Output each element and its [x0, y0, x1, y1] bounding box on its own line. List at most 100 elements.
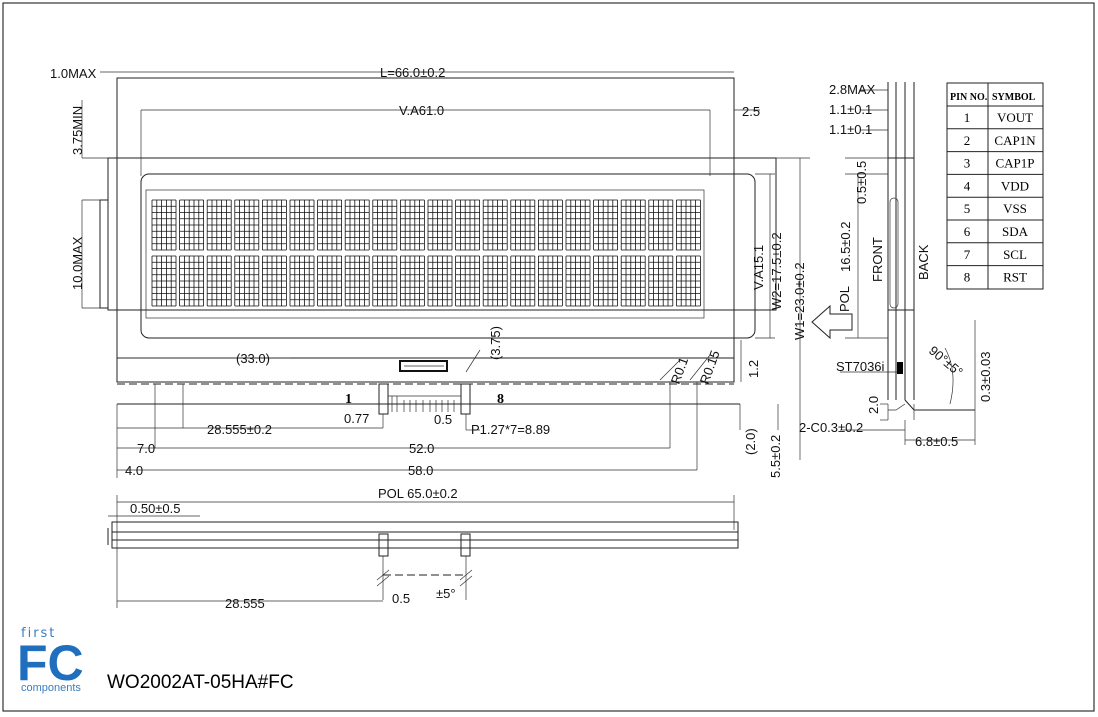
- active-area: [145, 189, 705, 319]
- pin-symbol: CAP1P: [995, 156, 1034, 171]
- character-grid: [151, 199, 701, 307]
- side-back: BACK: [916, 244, 931, 280]
- char-cell: [151, 199, 177, 251]
- pin-number: 5: [964, 201, 971, 216]
- char-cell: [565, 199, 591, 251]
- char-cell: [676, 199, 701, 251]
- char-cell: [482, 199, 508, 251]
- char-cell: [317, 199, 343, 251]
- char-cell: [565, 255, 591, 307]
- dim-length: L=66.0±0.2: [380, 65, 445, 80]
- dim-1-0-max: 1.0MAX: [50, 66, 97, 81]
- char-cell: [538, 255, 563, 307]
- char-cell: [399, 199, 425, 251]
- pin-number: 6: [964, 224, 971, 239]
- dim-2-5: 2.5: [742, 104, 760, 119]
- char-cell: [427, 199, 453, 251]
- bottom-28-555: 28.555: [225, 596, 265, 611]
- dim-w1: W1=23.0±0.2: [792, 262, 807, 340]
- side-2-8-max: 2.8MAX: [829, 82, 876, 97]
- char-cell: [179, 199, 205, 251]
- side-0-3: 0.3±0.03: [978, 351, 993, 402]
- char-cell: [510, 255, 536, 307]
- logo-first: first: [21, 626, 56, 641]
- char-cell: [261, 255, 287, 307]
- char-cell: [676, 255, 701, 307]
- side-16-5: 16.5±0.2: [838, 221, 853, 272]
- char-cell: [482, 255, 508, 307]
- char-cell: [261, 199, 287, 251]
- module-outline: [116, 77, 735, 383]
- char-cell: [372, 199, 398, 251]
- char-cell: [206, 255, 232, 307]
- dim-w2: W2=17.5±0.2: [769, 232, 784, 310]
- viewing-area: [140, 173, 756, 339]
- dim-7-0: 7.0: [137, 441, 155, 456]
- pin-symbol: VSS: [1003, 201, 1027, 216]
- dim-1-2: 1.2: [746, 360, 761, 378]
- char-cell: [427, 255, 453, 307]
- char-cell: [593, 199, 618, 251]
- front-dimensions: [81, 71, 810, 478]
- part-number: WO2002AT-05HA#FC: [107, 672, 294, 693]
- pin-first-label: 1: [345, 392, 352, 407]
- dim-4-0: 4.0: [125, 463, 143, 478]
- pin-number: 7: [964, 247, 971, 262]
- char-cell: [455, 255, 481, 307]
- pin-number: 4: [964, 178, 971, 193]
- dim-33-0: (33.0): [236, 351, 270, 366]
- pin-number: 8: [964, 270, 971, 285]
- char-cell: [344, 199, 370, 251]
- char-cell: [234, 199, 260, 251]
- dim-2-0: (2.0): [743, 428, 758, 455]
- dim-28-555: 28.555±0.2: [207, 422, 272, 437]
- pin-contacts: [378, 383, 471, 415]
- side-pol: POL: [837, 286, 852, 312]
- side-chamfer: 2-C0.3±0.2: [799, 420, 863, 435]
- char-cell: [593, 255, 618, 307]
- logo-fc: FC: [17, 635, 84, 691]
- char-cell: [317, 255, 343, 307]
- char-cell: [289, 199, 315, 251]
- dim-va-width: V.A61.0: [399, 103, 444, 118]
- char-cell: [620, 199, 646, 251]
- char-cell: [289, 255, 315, 307]
- side-front: FRONT: [870, 237, 885, 282]
- pin-symbol: VDD: [1001, 178, 1029, 193]
- bottom-view: POL 65.0±0.2 0.50±0.5 28.555 0.5 ±5°: [107, 486, 739, 611]
- dim-5-5: 5.5±0.2: [768, 435, 783, 478]
- pin-table-header-pin: PIN NO.: [950, 92, 988, 103]
- side-chip: ST7036i: [836, 359, 885, 374]
- bottom-profile: [107, 521, 739, 549]
- front-view: L=66.0±0.2 V.A61.0 2.5 1.0MAX 3.75MIN 10…: [50, 65, 810, 478]
- side-1-1-a: 1.1±0.1: [829, 102, 872, 117]
- pin-last-label: 8: [497, 392, 504, 407]
- logo-components: components: [21, 682, 81, 694]
- dim-58-0: 58.0: [408, 463, 433, 478]
- char-cell: [648, 255, 674, 307]
- bottom-angle: ±5°: [436, 586, 456, 601]
- char-cell: [206, 199, 232, 251]
- dim-3-75-min: 3.75MIN: [70, 106, 85, 155]
- bottom-pol: POL 65.0±0.2: [378, 486, 458, 501]
- char-cell: [538, 199, 563, 251]
- pin-number: 2: [964, 133, 971, 148]
- side-pol-film: [889, 197, 899, 309]
- side-1-1-b: 1.1±0.1: [829, 122, 872, 137]
- dim-va-height: V.A15.1: [751, 245, 766, 290]
- dim-pitch: P1.27*7=8.89: [471, 422, 550, 437]
- bottom-pin-1: [378, 533, 389, 557]
- side-2-0: 2.0: [866, 396, 881, 414]
- char-cell: [372, 255, 398, 307]
- dim-52-0: 52.0: [409, 441, 434, 456]
- pin-table-header-symbol: SYMBOL: [992, 92, 1036, 103]
- char-cell: [399, 255, 425, 307]
- bottom-0-5: 0.5: [392, 591, 410, 606]
- bottom-offset: 0.50±0.5: [130, 501, 181, 516]
- side-chip-mark: [897, 362, 903, 374]
- pin-symbol: SDA: [1002, 224, 1029, 239]
